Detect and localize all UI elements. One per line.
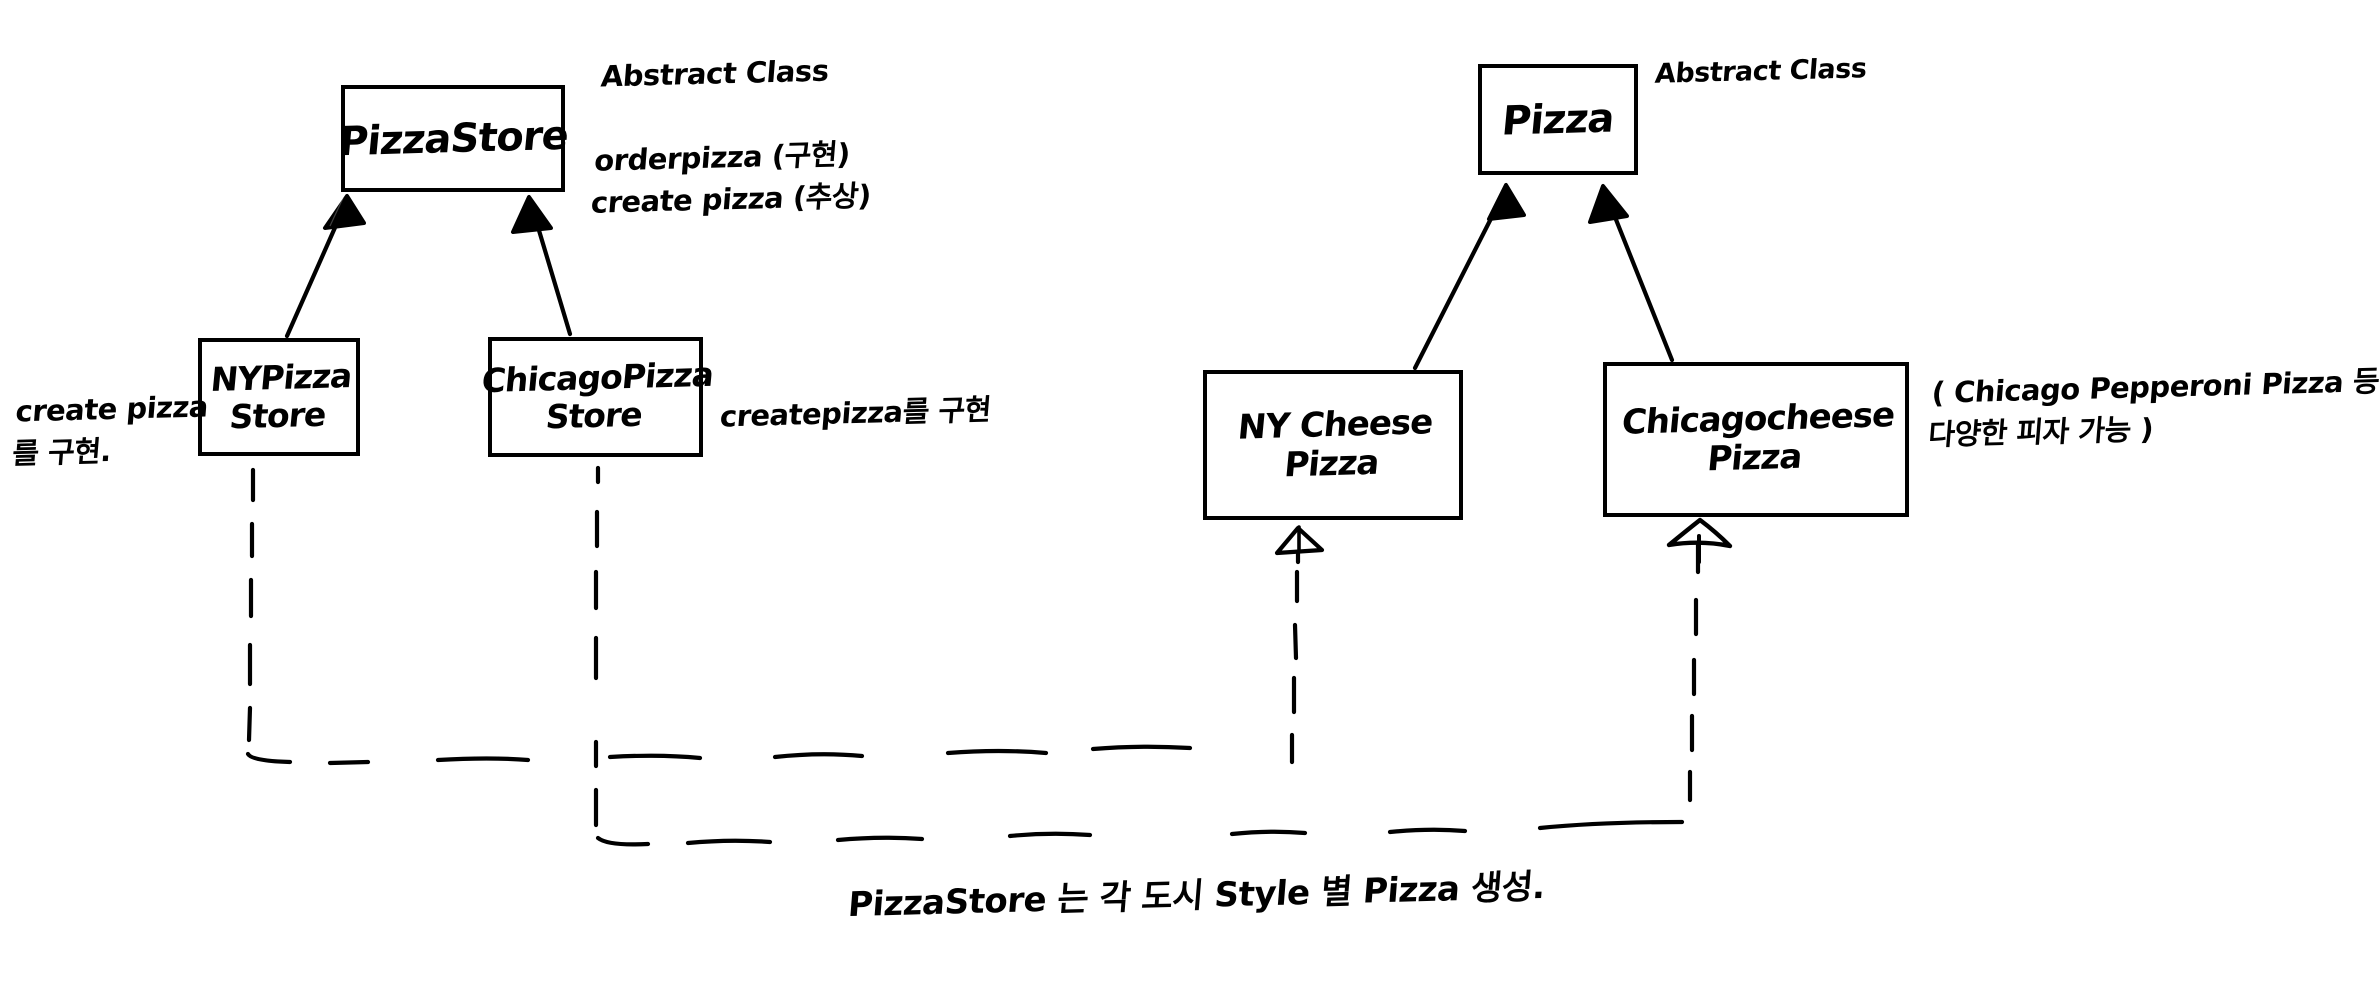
edge-chicagopizzastore-to-pizzastore [511, 195, 573, 337]
class-box-nycheesepizza[interactable]: NY Cheese Pizza [1203, 370, 1463, 520]
class-label-chicagocheesepizza: Chicagocheese Pizza [1619, 395, 1896, 480]
class-label-pizza: Pizza [1500, 94, 1616, 145]
class-box-chicagopizzastore[interactable]: ChicagoPizza Store [480, 337, 715, 457]
annotation-pizzastore-abstract: Abstract Class orderpizza (구현) create pi… [589, 53, 873, 220]
annotation-pizza-abstract: Abstract Class [1653, 53, 1868, 90]
class-label-nycheesepizza: NY Cheese Pizza [1235, 402, 1435, 486]
class-box-chicagocheesepizza[interactable]: Chicagocheese Pizza [1603, 362, 1909, 517]
class-label-pizzastore: PizzaStore [336, 112, 570, 165]
class-box-nypizzastore[interactable]: NYPizza Store [198, 338, 360, 456]
edge-chicagocheesepizza-to-pizza [1588, 184, 1675, 363]
edge-dependency-chicago [593, 465, 1733, 847]
edge-nycheesepizza-to-pizza [1412, 183, 1526, 371]
annotation-nypizzastore-createpizza: create pizza 를 구현. [11, 389, 210, 471]
class-label-nypizzastore: NYPizza Store [208, 355, 354, 437]
edge-nypizzastore-to-pizzastore [284, 194, 366, 339]
annotation-chicagopizzastore-createpizza: createpizza를 구현 [718, 392, 993, 434]
class-box-pizzastore[interactable]: PizzaStore [336, 85, 570, 192]
edge-dependency-ny [245, 467, 1325, 766]
annotation-chicago-pepperoni-variants: ( Chicago Pepperoni Pizza 등 다양한 피자 가능 ) [1927, 364, 2379, 452]
class-label-chicagopizzastore: ChicagoPizza Store [479, 354, 715, 437]
class-box-pizza[interactable]: Pizza [1478, 64, 1638, 175]
